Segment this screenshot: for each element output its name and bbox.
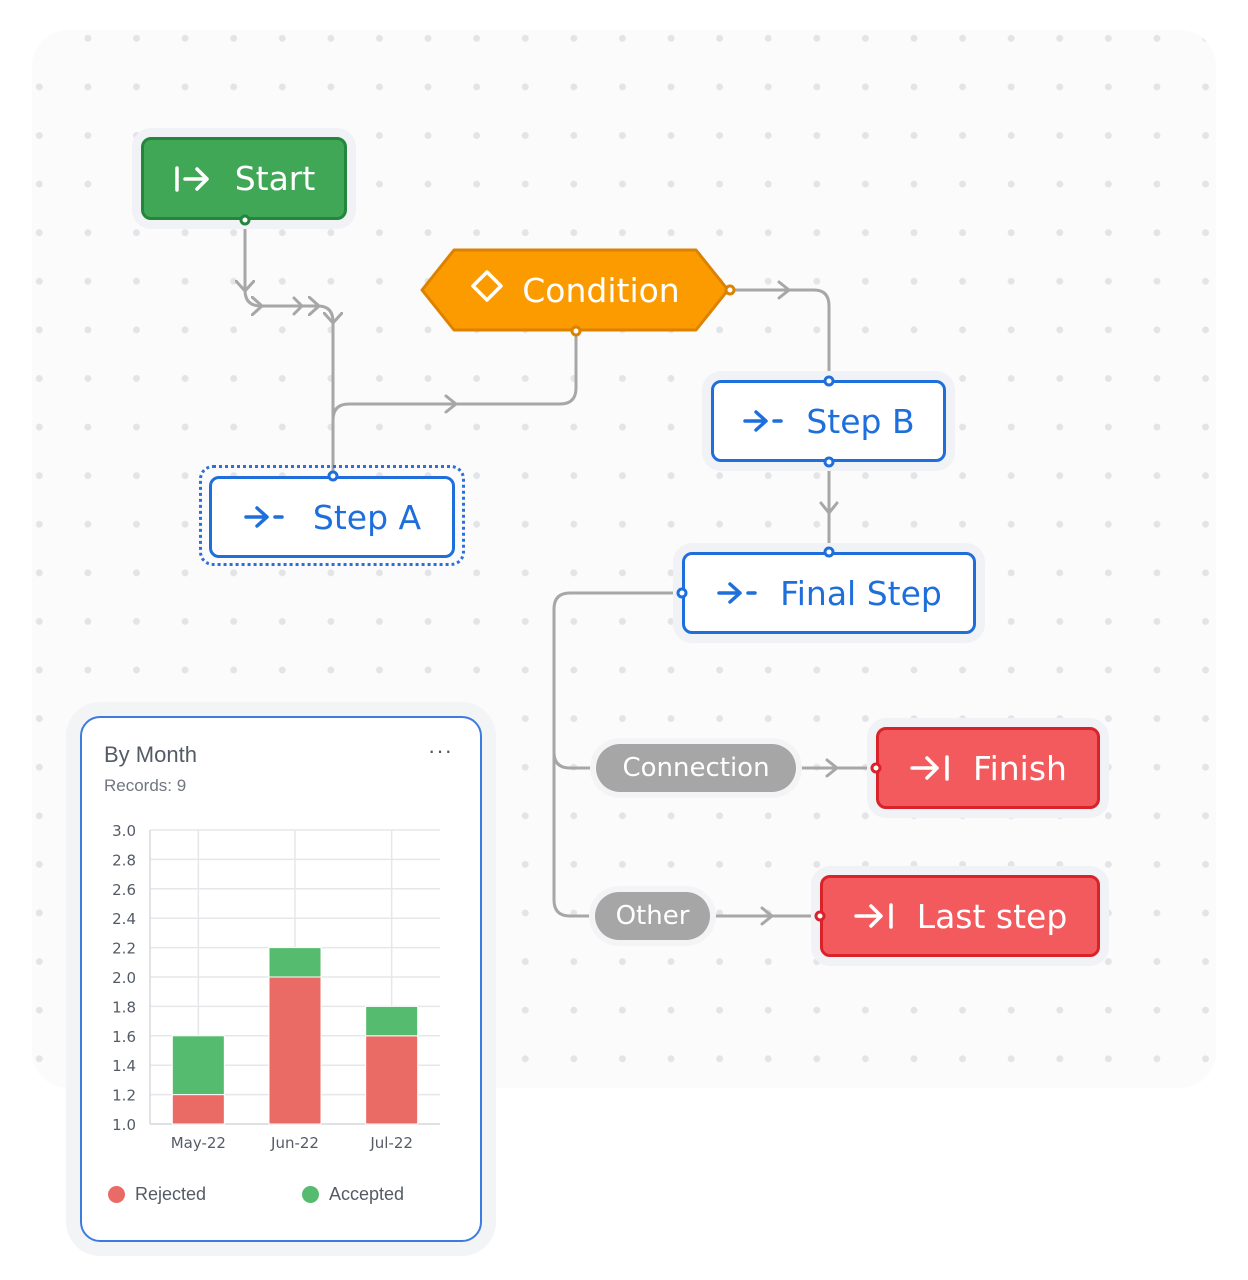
step-a-node[interactable]: Step A: [209, 476, 455, 558]
bar-rejected-jun-22: [268, 976, 322, 1125]
start-arrow-icon: [173, 165, 213, 193]
legend-item-accepted[interactable]: Accepted: [302, 1184, 404, 1205]
final-step-input-port[interactable]: [823, 546, 835, 558]
step-a-selection-outline: [199, 465, 465, 566]
y-tick-label: 1.2: [112, 1087, 136, 1105]
y-tick-label: 1.8: [112, 998, 136, 1016]
end-arrow-icon: [853, 902, 895, 930]
last-step-node-label: Last step: [916, 896, 1068, 936]
more-options-icon[interactable]: ···: [428, 738, 453, 763]
step-a-input-port[interactable]: [327, 470, 339, 482]
card-title: By Month: [104, 742, 197, 767]
step-b-input-port[interactable]: [823, 375, 835, 387]
legend-label-accepted: Accepted: [329, 1184, 405, 1204]
y-tick-label: 1.6: [112, 1028, 136, 1046]
condition-right-port[interactable]: [724, 284, 736, 296]
last-step-input-port[interactable]: [814, 910, 826, 922]
other-label-pill[interactable]: Other: [595, 892, 710, 940]
condition-node-label: Condition: [522, 270, 680, 310]
step-arrow-icon: [716, 580, 758, 606]
condition-node[interactable]: Condition: [418, 246, 732, 334]
bar-accepted-jul-22: [365, 1005, 419, 1037]
x-tick-label: Jun-22: [270, 1134, 319, 1152]
legend-label-rejected: Rejected: [135, 1184, 207, 1204]
end-arrow-icon: [909, 754, 951, 782]
start-output-port[interactable]: [239, 214, 251, 226]
finish-node[interactable]: Finish: [876, 727, 1100, 809]
y-tick-label: 1.4: [112, 1057, 136, 1075]
condition-bottom-port[interactable]: [570, 325, 582, 337]
step-a-node-label: Step A: [312, 497, 422, 537]
x-tick-label: May-22: [171, 1134, 226, 1152]
y-tick-label: 2.0: [112, 969, 136, 987]
bar-rejected-jul-22: [365, 1035, 419, 1125]
records-count: Records: 9: [104, 776, 187, 795]
other-label: Other: [615, 901, 690, 931]
condition-hexagon: [420, 248, 730, 332]
connection-label: Connection: [622, 753, 770, 783]
connection-label-pill[interactable]: Connection: [596, 744, 796, 792]
wire-final-step-to-last-step[interactable]: [552, 738, 822, 918]
step-b-node-label: Step B: [806, 401, 915, 441]
legend-item-rejected[interactable]: Rejected: [108, 1184, 206, 1205]
y-tick-label: 2.6: [112, 881, 136, 899]
wire-start-to-step-a[interactable]: [245, 218, 333, 478]
y-tick-label: 1.0: [112, 1116, 136, 1134]
last-step-node[interactable]: Last step: [820, 875, 1100, 957]
bar-accepted-jun-22: [268, 947, 322, 978]
legend-dot-rejected: [108, 1186, 125, 1203]
start-node-label: Start: [234, 159, 316, 198]
final-step-node-label: Final Step: [780, 573, 942, 613]
y-tick-label: 2.2: [112, 940, 136, 958]
final-step-node[interactable]: Final Step: [682, 552, 976, 634]
x-tick-label: Jul-22: [369, 1134, 413, 1152]
y-tick-label: 3.0: [112, 822, 136, 840]
chart-card[interactable]: By Month Records: 9 ··· 1.0 1.2 1.4 1.6 1.8 2…: [80, 716, 482, 1242]
wire-condition-to-step-b[interactable]: [728, 288, 831, 382]
legend-dot-accepted: [302, 1186, 319, 1203]
step-b-node[interactable]: Step B: [711, 380, 946, 462]
bar-accepted-may-22: [171, 1035, 225, 1096]
finish-input-port[interactable]: [870, 762, 882, 774]
final-step-left-port[interactable]: [676, 587, 688, 599]
y-tick-label: 2.4: [112, 910, 136, 928]
step-arrow-icon: [243, 504, 285, 530]
step-b-output-port[interactable]: [823, 456, 835, 468]
step-arrow-icon: [742, 408, 784, 434]
start-node[interactable]: Start: [141, 137, 347, 220]
finish-node-label: Finish: [973, 748, 1067, 788]
bar-rejected-may-22: [171, 1094, 225, 1125]
diamond-icon: [470, 269, 504, 311]
y-tick-label: 2.8: [112, 851, 136, 869]
wire-final-step-to-finish[interactable]: [552, 591, 878, 770]
